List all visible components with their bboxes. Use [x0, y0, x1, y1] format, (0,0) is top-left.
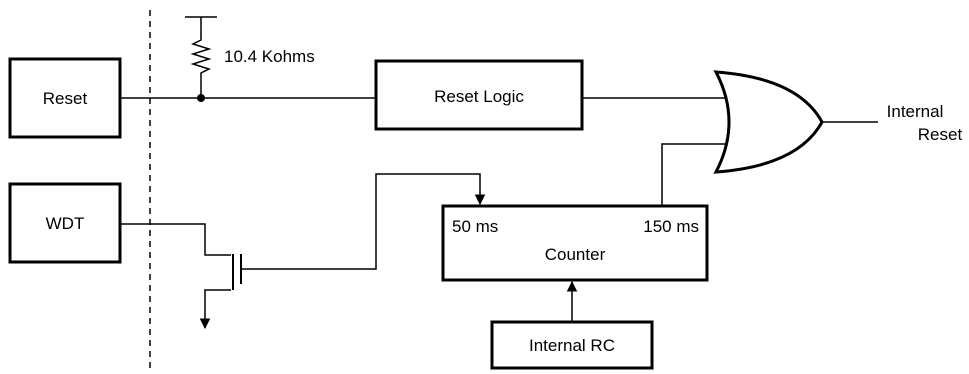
wdt-to-transistor-wire [120, 223, 231, 256]
reset-logic-block [374, 59, 584, 131]
reset-block-label: Reset [43, 89, 88, 108]
counter-50ms-label: 50 ms [452, 217, 498, 236]
wdt-block [8, 182, 122, 264]
or-gate [713, 70, 824, 174]
transistor-to-counter-wire [241, 173, 486, 270]
counter-to-gate-wire [661, 143, 727, 206]
reset-logic-label: Reset Logic [434, 87, 524, 106]
counter-150ms-label: 150 ms [643, 217, 699, 236]
pullup-resistor [190, 17, 212, 98]
wdt-block-label: WDT [46, 214, 85, 233]
internal-rc-label: Internal RC [529, 336, 615, 355]
internal-reset-label-line1: Internal [887, 102, 944, 121]
transistor-drain-wire [199, 289, 231, 330]
counter-label: Counter [545, 245, 606, 264]
internal-reset-label-line2: Reset [918, 125, 963, 144]
counter-block [441, 204, 709, 282]
resistor-value-label: 10.4 Kohms [224, 47, 315, 66]
